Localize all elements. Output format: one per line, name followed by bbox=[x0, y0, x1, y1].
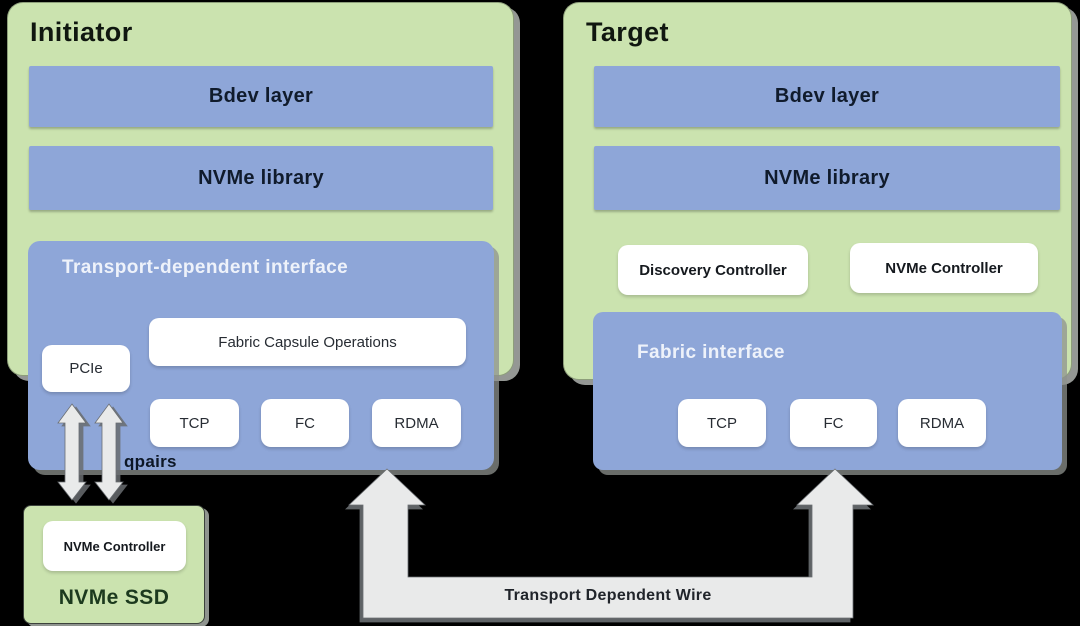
qpairs-label: qpairs bbox=[124, 452, 177, 470]
initiator-nvme-library-box: NVMe library bbox=[29, 146, 493, 210]
pcie-box: PCIe bbox=[42, 345, 130, 392]
target-nvme-library-box: NVMe library bbox=[594, 146, 1060, 210]
nvme-ssd-label: NVMe SSD bbox=[58, 586, 170, 609]
target-fc-box: FC bbox=[790, 399, 877, 447]
nvme-ssd-box: NVMe Controller NVMe SSD bbox=[23, 505, 205, 624]
initiator-tcp-box: TCP bbox=[150, 399, 239, 447]
transport-panel-title: Transport-dependent interface bbox=[62, 257, 349, 278]
target-bdev-layer-box: Bdev layer bbox=[594, 66, 1060, 127]
ssd-nvme-controller-box: NVMe Controller bbox=[43, 521, 186, 571]
initiator-fc-box: FC bbox=[261, 399, 349, 447]
initiator-bdev-layer-box: Bdev layer bbox=[29, 66, 493, 127]
target-rdma-box: RDMA bbox=[898, 399, 986, 447]
discovery-controller-box: Discovery Controller bbox=[618, 245, 808, 295]
transport-dependent-interface-panel: Transport-dependent interface Fabric Cap… bbox=[28, 241, 494, 470]
target-title: Target bbox=[586, 17, 669, 47]
fabric-interface-panel: Fabric interface TCP FC RDMA bbox=[593, 312, 1062, 470]
initiator-title: Initiator bbox=[30, 17, 133, 47]
fabric-panel-title: Fabric interface bbox=[637, 342, 785, 363]
fabric-capsule-operations-box: Fabric Capsule Operations bbox=[149, 318, 466, 366]
target-nvme-controller-box: NVMe Controller bbox=[850, 243, 1038, 293]
transport-wire-label: Transport Dependent Wire bbox=[504, 587, 712, 604]
target-tcp-box: TCP bbox=[678, 399, 766, 447]
initiator-rdma-box: RDMA bbox=[372, 399, 461, 447]
